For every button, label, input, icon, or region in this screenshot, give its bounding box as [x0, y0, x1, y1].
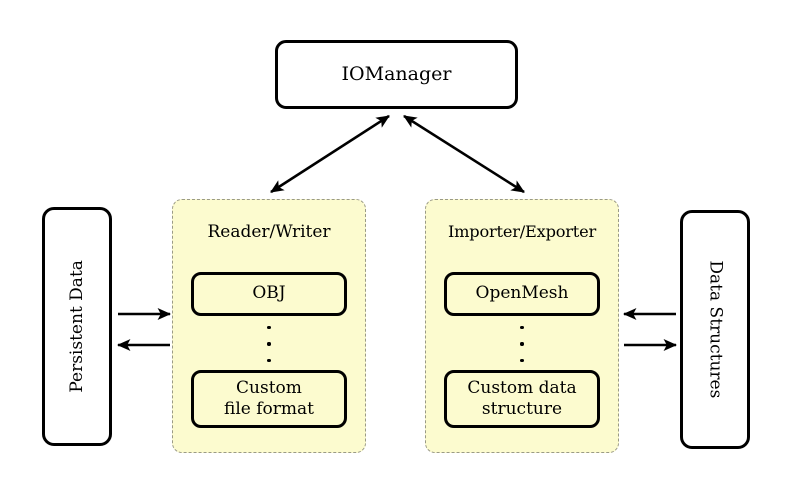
group-importer-exporter-title: Importer/Exporter — [447, 222, 597, 241]
group-importer-exporter[interactable]: Importer/Exporter OpenMesh Custom data s… — [425, 199, 619, 453]
ellipsis-dot — [520, 326, 524, 330]
node-io-manager[interactable]: IOManager — [275, 40, 518, 109]
ellipsis-dot — [267, 342, 271, 346]
node-custom-file-format[interactable]: Custom file format — [191, 370, 347, 428]
node-openmesh-label: OpenMesh — [475, 283, 569, 304]
node-custom-file-format-line2: file format — [224, 399, 314, 419]
ellipsis-dot — [520, 358, 524, 362]
data-structures-label: Data Structures — [705, 260, 726, 399]
group-reader-writer-title: Reader/Writer — [207, 222, 331, 242]
node-persistent-data[interactable]: Persistent Data — [42, 207, 112, 446]
group-reader-writer[interactable]: Reader/Writer OBJ Custom file format — [172, 199, 366, 453]
connector-io-manager-importer-exporter — [403, 114, 525, 194]
persistent-data-label: Persistent Data — [66, 260, 87, 393]
node-custom-data-structure-label: Custom data structure — [467, 378, 576, 421]
node-custom-data-structure-line1: Custom data — [467, 377, 577, 398]
node-data-structures[interactable]: Data Structures — [680, 210, 750, 449]
node-custom-file-format-line1: Custom — [236, 377, 302, 398]
node-obj[interactable]: OBJ — [191, 272, 347, 316]
node-custom-data-structure[interactable]: Custom data structure — [444, 370, 600, 428]
ellipsis-vertical-reader-writer — [173, 326, 365, 362]
node-custom-file-format-label: Custom file format — [224, 378, 314, 421]
ellipsis-vertical-importer-exporter — [426, 326, 618, 362]
connector-io-manager-reader-writer — [270, 114, 390, 194]
node-obj-label: OBJ — [252, 283, 286, 304]
ellipsis-dot — [520, 342, 524, 346]
ellipsis-dot — [267, 326, 271, 330]
node-custom-data-structure-line2: structure — [481, 399, 563, 419]
ellipsis-dot — [267, 358, 271, 362]
io-manager-label: IOManager — [341, 62, 452, 85]
node-openmesh[interactable]: OpenMesh — [444, 272, 600, 316]
